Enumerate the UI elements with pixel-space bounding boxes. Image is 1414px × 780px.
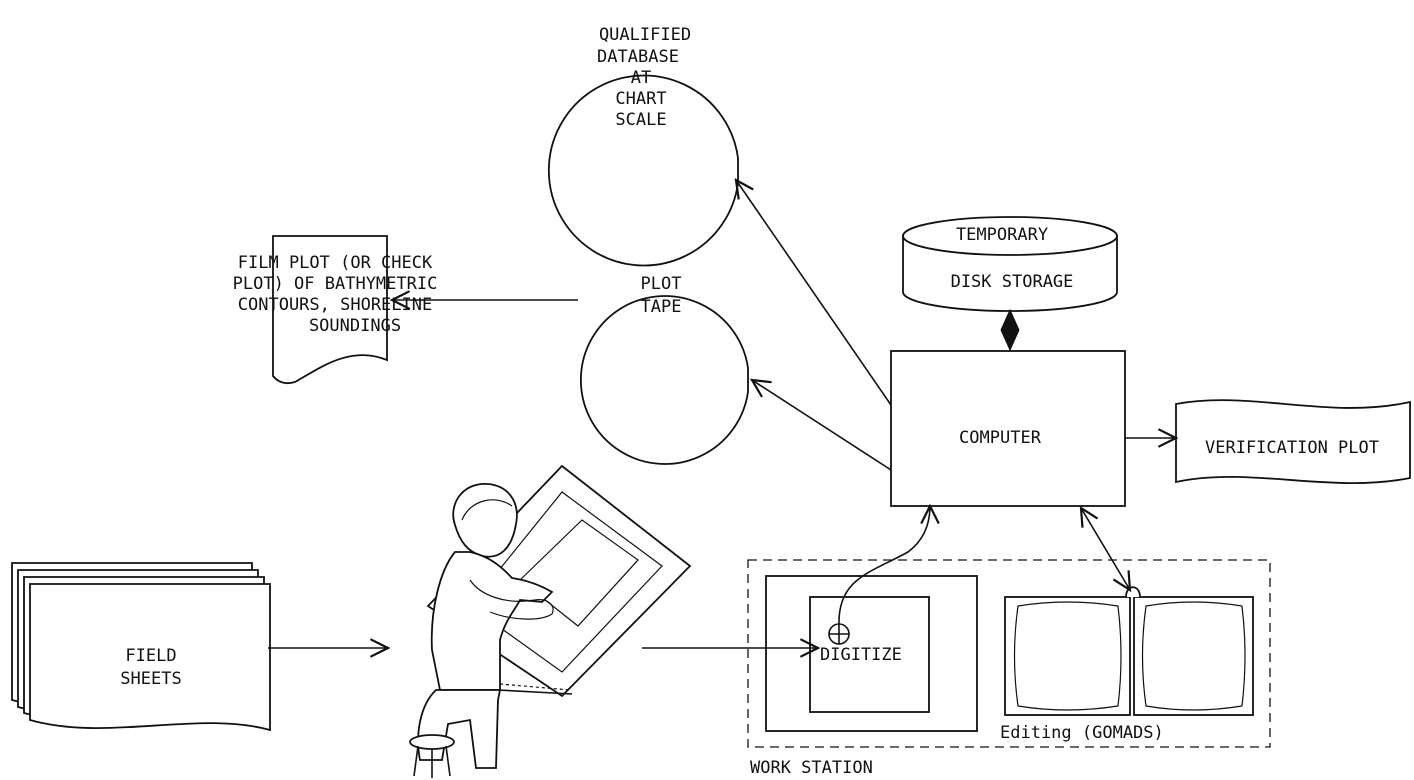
field-sheets-line-2: SHEETS	[120, 669, 181, 689]
svg-text:FILM PLOT (OR CHECK: FILM PLOT (OR CHECK	[238, 253, 433, 273]
film-plot-line-3: CONTOURS, SHORELINE	[238, 295, 432, 315]
film-plot-line-1: FILM PLOT (OR CHECK	[238, 253, 433, 273]
svg-text:CHART: CHART	[615, 89, 666, 109]
svg-text:DISK STORAGE: DISK STORAGE	[951, 272, 1074, 292]
svg-text:COMPUTER: COMPUTER	[959, 428, 1042, 448]
work-station-group: WORK STATION DIGITIZE Editing (GOMADS)	[747, 559, 1271, 778]
qualified-database-line-4: CHART	[615, 89, 666, 109]
editing-label: Editing (GOMADS)	[1000, 723, 1164, 743]
work-station-label: WORK STATION	[750, 758, 873, 778]
arrow-computer-to-database	[736, 180, 892, 406]
temporary-disk-storage: TEMPORARY DISK STORAGE	[902, 216, 1118, 312]
svg-text:PLOT: PLOT	[641, 274, 682, 294]
film-plot-document: FILM PLOT (OR CHECK PLOT) OF BATHYMETRIC…	[233, 235, 438, 385]
field-sheets-stack: FIELD SHEETS	[11, 562, 271, 732]
plot-tape-line-2: TAPE	[641, 297, 682, 317]
arrow-computer-editing	[1081, 508, 1130, 590]
svg-text:TEMPORARY: TEMPORARY	[956, 225, 1048, 245]
verification-plot-label: VERIFICATION PLOT	[1205, 438, 1379, 458]
svg-text:AT: AT	[631, 68, 651, 88]
drafter-at-digitizing-table-icon	[409, 464, 692, 778]
plot-tape-line-1: PLOT	[641, 274, 682, 294]
svg-text:SOUNDINGS: SOUNDINGS	[309, 316, 401, 336]
qualified-database-tape: QUALIFIED DATABASE AT CHART SCALE	[548, 25, 739, 267]
computer-box: COMPUTER	[890, 350, 1126, 507]
svg-text:CONTOURS, SHORELINE: CONTOURS, SHORELINE	[238, 295, 432, 315]
svg-text:DATABASE: DATABASE	[597, 47, 679, 67]
editing-monitor-icon	[1004, 586, 1254, 716]
connectors	[268, 180, 1176, 648]
svg-text:DIGITIZE: DIGITIZE	[820, 645, 902, 665]
computer-label: COMPUTER	[959, 428, 1042, 448]
qualified-database-line-3: AT	[631, 68, 651, 88]
temporary-storage-line-2: DISK STORAGE	[951, 272, 1074, 292]
qualified-database-line-1: QUALIFIED	[599, 25, 691, 45]
diamond-connector	[1000, 308, 1020, 352]
svg-text:SHEETS: SHEETS	[120, 669, 181, 689]
film-plot-line-2: PLOT) OF BATHYMETRIC	[233, 274, 438, 294]
qualified-database-line-2: DATABASE	[597, 47, 679, 67]
svg-text:VERIFICATION PLOT: VERIFICATION PLOT	[1205, 438, 1379, 458]
verification-plot-document: VERIFICATION PLOT	[1175, 399, 1411, 485]
temporary-storage-line-1: TEMPORARY	[956, 225, 1048, 245]
arrow-computer-to-plot-tape	[752, 380, 892, 471]
svg-text:SCALE: SCALE	[615, 110, 666, 130]
svg-text:TAPE: TAPE	[641, 297, 682, 317]
svg-text:FIELD: FIELD	[125, 646, 176, 666]
plot-tape: PLOT TAPE	[579, 274, 749, 465]
film-plot-line-4: SOUNDINGS	[309, 316, 401, 336]
crosshair-cursor-icon	[828, 623, 850, 645]
arrow-digitize-to-computer	[838, 506, 930, 625]
svg-text:WORK STATION: WORK STATION	[750, 758, 873, 778]
svg-text:Editing (GOMADS): Editing (GOMADS)	[1000, 723, 1164, 743]
qualified-database-line-5: SCALE	[615, 110, 666, 130]
digitize-label: DIGITIZE	[820, 645, 902, 665]
svg-text:PLOT) OF BATHYMETRIC: PLOT) OF BATHYMETRIC	[233, 274, 438, 294]
field-sheets-line-1: FIELD	[125, 646, 176, 666]
